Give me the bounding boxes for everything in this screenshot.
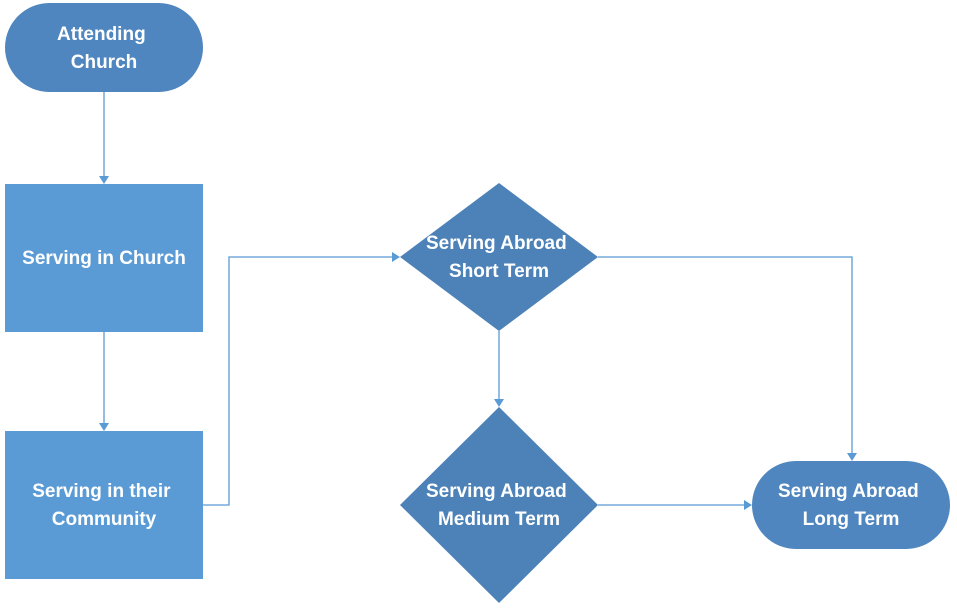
node-serving-abroad-long-term: Serving Abroad Long Term [752,461,950,549]
node-label: Serving Abroad Short Term [426,233,572,282]
node-label: Serving Abroad Medium Term [426,481,572,530]
node-label: Attending Church [57,24,151,73]
node-serving-in-community: Serving in their Community [5,431,203,579]
node-label: Serving Abroad Long Term [778,481,924,530]
node-label-line-1: Attending [57,24,146,45]
node-label-line-1: Serving Abroad [778,481,919,502]
arrowhead-serving-church [99,176,109,184]
terminal-shape [752,461,950,549]
node-label: Serving in their Community [32,481,176,530]
arrowhead-community [99,423,109,431]
node-label-line-2: Church [71,52,138,73]
process-shape [5,184,203,332]
arrowhead-medium-term [494,399,504,407]
node-label-line-2: Short Term [449,261,549,282]
terminal-shape [5,3,203,92]
arrowhead-long-term-top [847,453,857,461]
node-serving-abroad-medium-term: Serving Abroad Medium Term [400,407,598,603]
node-label-line-1: Serving Abroad [426,481,567,502]
node-label-line-2: Medium Term [438,509,560,530]
node-attending-church: Attending Church [5,3,203,92]
node-label: Serving in Church [22,248,186,269]
arrowhead-long-term-left [744,500,752,510]
process-shape [5,431,203,579]
node-label-line-1: Serving in Church [22,248,186,269]
arrowhead-short-term [392,252,400,262]
node-label-line-1: Serving in their [32,481,171,502]
node-serving-in-church: Serving in Church [5,184,203,332]
node-label-line-1: Serving Abroad [426,233,567,254]
decision-shape [400,183,598,331]
decision-shape [400,407,598,603]
node-label-line-2: Community [52,509,157,530]
edge-short-to-long-term [598,256,853,453]
edge-community-to-short-term [203,256,392,506]
connectors [99,92,857,510]
node-serving-abroad-short-term: Serving Abroad Short Term [400,183,598,331]
node-label-line-2: Long Term [803,509,900,530]
